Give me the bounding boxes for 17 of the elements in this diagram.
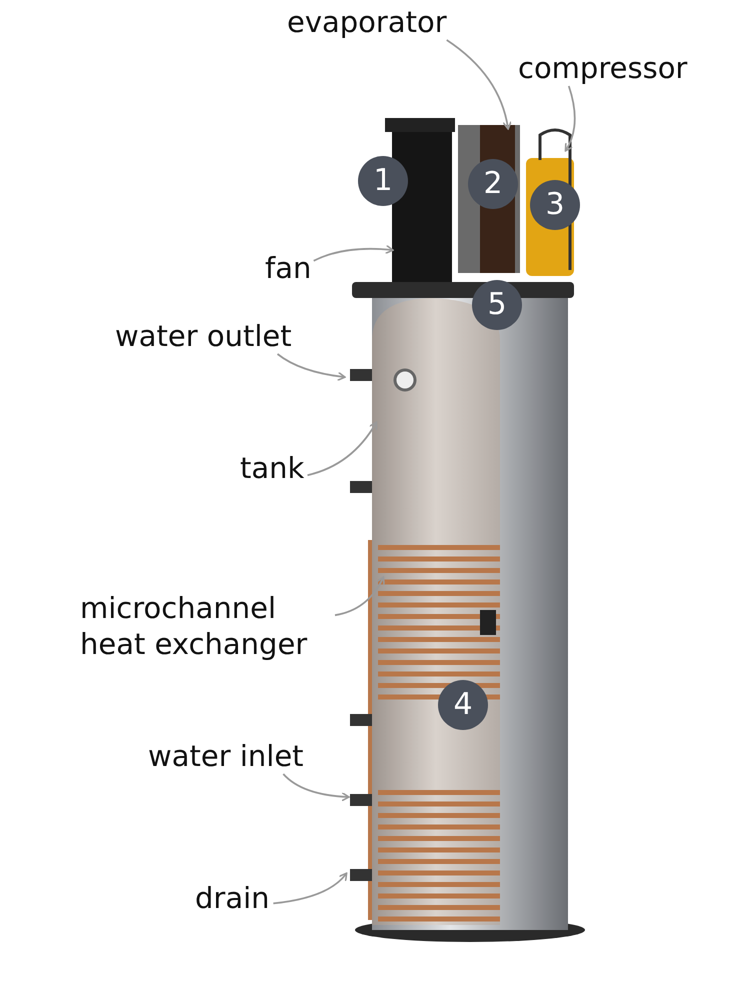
part-label: microchannel heat exchanger (80, 590, 335, 662)
leader-line (564, 86, 576, 152)
leader-line (273, 872, 348, 904)
leader-line (334, 576, 385, 616)
part-label: tank (240, 450, 304, 486)
part-label: water inlet (148, 738, 304, 774)
leader-line (307, 421, 378, 476)
part-label: evaporator (287, 4, 447, 40)
leader-line (313, 244, 394, 262)
callout-number: 1 (358, 156, 408, 206)
part-label: water outlet (115, 318, 292, 354)
part-label: drain (195, 880, 270, 916)
leader-line (446, 39, 512, 130)
leader-line (276, 353, 346, 381)
part-label: fan (265, 250, 312, 286)
leader-line (282, 773, 350, 802)
part-label: compressor (518, 50, 688, 86)
